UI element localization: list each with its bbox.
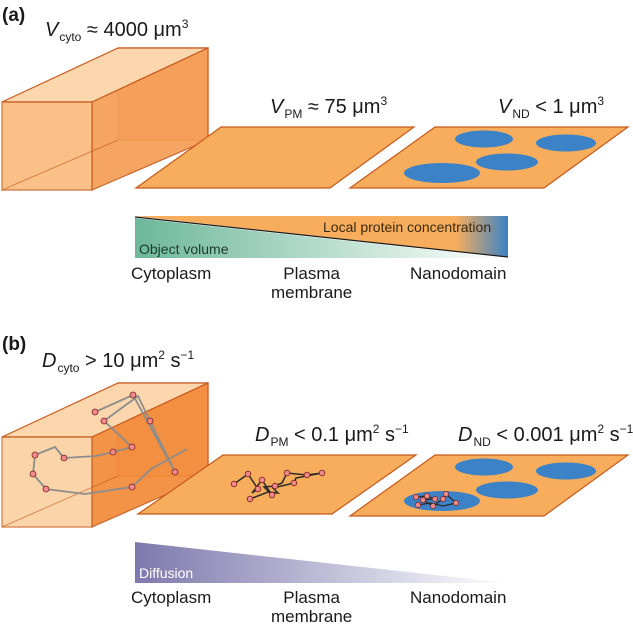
plasma-membrane-plane-b xyxy=(136,454,418,515)
panel-label-b: (b) xyxy=(2,334,27,355)
cytoplasm-volume-label: Vcyto ≈ 4000 μm3 xyxy=(45,17,189,44)
plasma-membrane-plane-a xyxy=(134,126,416,189)
nanodomain-diffusion-label: DND < 0.001 μm2 s−1 xyxy=(458,422,633,449)
cytoplasm-diffusion-label: Dcyto > 10 μm2 s−1 xyxy=(42,348,195,375)
nanodomain-volume-label: VND < 1 μm3 xyxy=(498,94,605,121)
concentration-label: Local protein concentration xyxy=(323,219,492,235)
category-plasma-membrane-b: Plasma membrane xyxy=(271,588,353,626)
cytoplasm-volume-box-b xyxy=(1,382,209,528)
category-plasma-membrane-a: Plasma membrane xyxy=(271,264,353,302)
diffusion-wedge xyxy=(135,542,508,583)
nanodomain-plane-b xyxy=(348,454,630,517)
plasma-membrane-volume-label: VPM ≈ 75 μm3 xyxy=(270,94,388,121)
volume-wedge xyxy=(135,218,506,258)
category-cytoplasm-a: Cytoplasm xyxy=(131,264,212,283)
volume-label: Object volume xyxy=(139,241,229,257)
cytoplasm-volume-box-a xyxy=(1,47,209,191)
category-nanodomain-b: Nanodomain xyxy=(410,588,507,607)
category-cytoplasm-b: Cytoplasm xyxy=(131,588,212,607)
plasma-membrane-diffusion-label: DPM < 0.1 μm2 s−1 xyxy=(255,422,409,449)
panel-label-a: (a) xyxy=(2,5,26,26)
diffusion-label: Diffusion xyxy=(139,565,194,581)
category-nanodomain-a: Nanodomain xyxy=(410,264,507,283)
nanodomain-plane-a xyxy=(348,126,630,189)
